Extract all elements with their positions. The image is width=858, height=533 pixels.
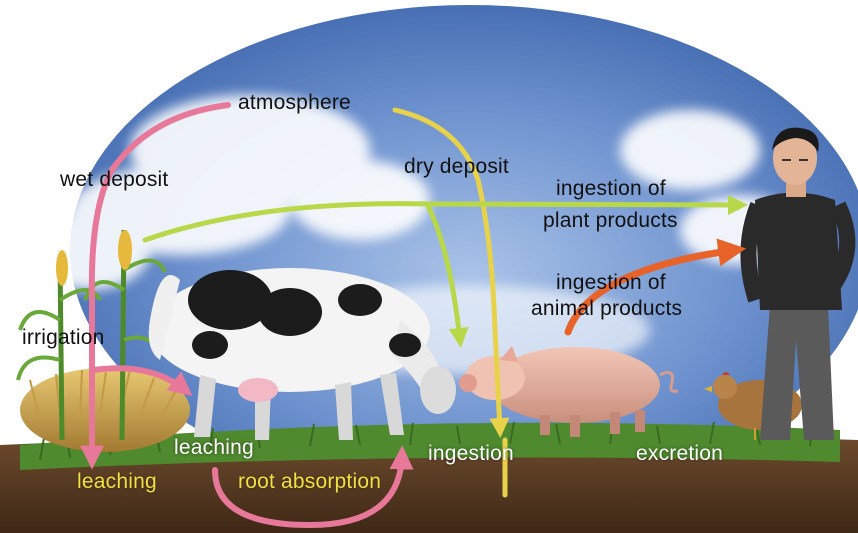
label-irrigation: irrigation [22,326,105,350]
label-atmosphere: atmosphere [238,91,351,115]
label-leaching-upper: leaching [174,436,254,460]
label-ingestion: ingestion [428,442,514,466]
label-ingestion-plant-line1: ingestion of [556,177,666,201]
label-wet-deposit: wet deposit [60,168,168,192]
label-excretion: excretion [636,442,723,466]
label-ingestion-animal-line2: animal products [531,297,682,321]
label-ingestion-plant-line2: plant products [543,209,678,233]
label-dry-deposit: dry deposit [404,155,509,179]
label-leaching-lower: leaching [77,470,157,494]
label-ingestion-animal-line1: ingestion of [556,271,666,295]
label-root-absorption: root absorption [238,470,381,494]
